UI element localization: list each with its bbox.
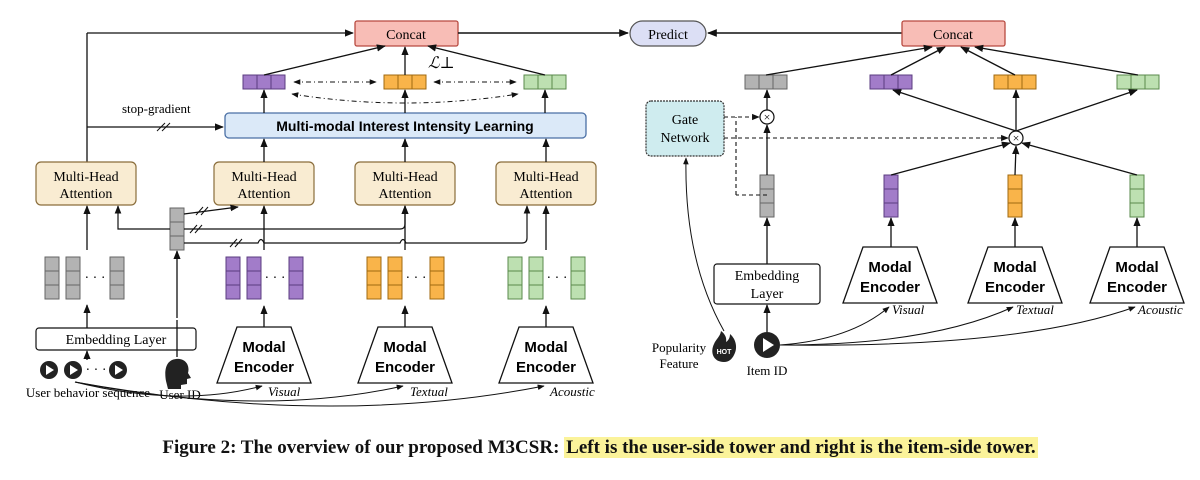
svg-text:HOT: HOT: [717, 349, 733, 356]
multiply-symbol-1: ×: [764, 110, 771, 124]
svg-text:Multi-Head: Multi-Head: [231, 170, 296, 185]
user-textual-interest-vector: [383, 74, 427, 90]
item-visual-feature-vector: [883, 174, 899, 218]
user-acoustic-label: Acoustic: [549, 384, 595, 399]
visual-ellipsis: · · ·: [265, 271, 286, 286]
item-concat-box: [901, 20, 1006, 47]
svg-text:Modal: Modal: [524, 339, 567, 356]
item-embedding-layer-label-1: Embedding: [735, 269, 800, 284]
svg-text:Multi-Head: Multi-Head: [513, 170, 578, 185]
svg-text:Attention: Attention: [238, 187, 291, 202]
svg-text:Attention: Attention: [60, 187, 113, 202]
stop-gradient-label: stop-gradient: [122, 101, 191, 116]
svg-text:Encoder: Encoder: [516, 359, 576, 376]
item-concat-label: Concat: [933, 28, 973, 43]
visual-attention-box: Multi-Head Attention: [213, 161, 315, 206]
user-visual-interest-vector: [242, 74, 286, 90]
user-visual-modal-encoder: Modal Encoder: [216, 326, 312, 384]
user-acoustic-modal-encoder: Modal Encoder: [498, 326, 594, 384]
item-acoustic-label: Acoustic: [1137, 302, 1183, 317]
gate-network-label-1: Gate: [672, 113, 698, 128]
item-visual-modal-encoder: Modal Encoder: [842, 246, 938, 304]
svg-text:Encoder: Encoder: [860, 279, 920, 296]
svg-text:Modal: Modal: [993, 259, 1036, 276]
textual-attention-box: Multi-Head Attention: [354, 161, 456, 206]
user-embedding-layer-label: Embedding Layer: [66, 333, 167, 348]
svg-text:Modal: Modal: [868, 259, 911, 276]
gate-network-box: [645, 100, 725, 157]
acoustic-ellipsis: · · ·: [547, 271, 568, 286]
orthogonal-loss-label: ℒ⊥: [428, 55, 455, 72]
svg-text:Encoder: Encoder: [234, 359, 294, 376]
item-acoustic-output-vector: [1116, 74, 1160, 90]
acoustic-attention-box: Multi-Head Attention: [495, 161, 597, 206]
svg-text:Attention: Attention: [379, 187, 432, 202]
popularity-feature-label-2: Feature: [660, 356, 699, 371]
user-textual-modal-encoder: Modal Encoder: [357, 326, 453, 384]
svg-text:Attention: Attention: [520, 187, 573, 202]
sequence-ellipsis: · · ·: [86, 363, 107, 378]
user-embedding-layer-box: [35, 327, 197, 351]
user-id-label: User ID: [159, 387, 201, 402]
behavior-ellipsis: · · ·: [85, 271, 106, 286]
caption-highlight: Left is the user-side tower and right is…: [564, 437, 1038, 458]
behavior-sequence-icons: [40, 361, 127, 379]
item-id-embedding-vector: [759, 174, 775, 218]
svg-text:Encoder: Encoder: [985, 279, 1045, 296]
user-visual-label: Visual: [268, 384, 301, 399]
acoustic-feature-vectors: [507, 256, 586, 300]
item-acoustic-feature-vector: [1129, 174, 1145, 218]
item-textual-label: Textual: [1016, 302, 1054, 317]
interest-intensity-label: Multi-modal Interest Intensity Learning: [276, 118, 533, 134]
item-visual-output-vector: [869, 74, 913, 90]
multiply-symbol-2: ×: [1013, 131, 1020, 145]
item-embedding-layer-label-2: Layer: [751, 287, 784, 302]
svg-text:Multi-Head: Multi-Head: [53, 170, 118, 185]
predict-box: [629, 20, 707, 47]
popularity-feature-label-1: Popularity: [652, 340, 707, 355]
item-id-output-vector: [744, 74, 788, 90]
item-textual-modal-encoder: Modal Encoder: [967, 246, 1063, 304]
user-textual-label: Textual: [410, 384, 448, 399]
architecture-diagram: Concat Predict ℒ⊥ Multi-modal Interest I…: [26, 20, 1185, 407]
item-textual-output-vector: [993, 74, 1037, 90]
user-head-icon: [165, 358, 191, 389]
svg-text:Encoder: Encoder: [375, 359, 435, 376]
textual-feature-vectors: [366, 256, 445, 300]
figure-caption: Figure 2: The overview of our proposed M…: [0, 437, 1200, 459]
item-id-label: Item ID: [747, 363, 788, 378]
user-id-attention-box: Multi-Head Attention: [35, 161, 137, 206]
svg-text:Modal: Modal: [242, 339, 285, 356]
svg-text:Modal: Modal: [383, 339, 426, 356]
item-play-icon: [754, 332, 780, 358]
visual-feature-vectors: [225, 256, 304, 300]
caption-prefix: Figure 2: The overview of our proposed M…: [162, 437, 565, 458]
user-id-embedding-vector: [169, 207, 185, 251]
textual-ellipsis: · · ·: [406, 271, 427, 286]
item-acoustic-modal-encoder: Modal Encoder: [1089, 246, 1185, 304]
svg-text:Modal: Modal: [1115, 259, 1158, 276]
behavior-embedding-vectors: [44, 256, 125, 300]
predict-label: Predict: [648, 28, 688, 43]
hot-fire-icon: HOT: [712, 331, 737, 362]
user-acoustic-interest-vector: [523, 74, 567, 90]
svg-text:Multi-Head: Multi-Head: [372, 170, 437, 185]
svg-text:Encoder: Encoder: [1107, 279, 1167, 296]
item-visual-label: Visual: [892, 302, 925, 317]
item-textual-feature-vector: [1007, 174, 1023, 218]
user-concat-label: Concat: [386, 28, 426, 43]
gate-network-label-2: Network: [661, 131, 710, 146]
user-behavior-sequence-label: User behavior sequence: [26, 385, 150, 400]
